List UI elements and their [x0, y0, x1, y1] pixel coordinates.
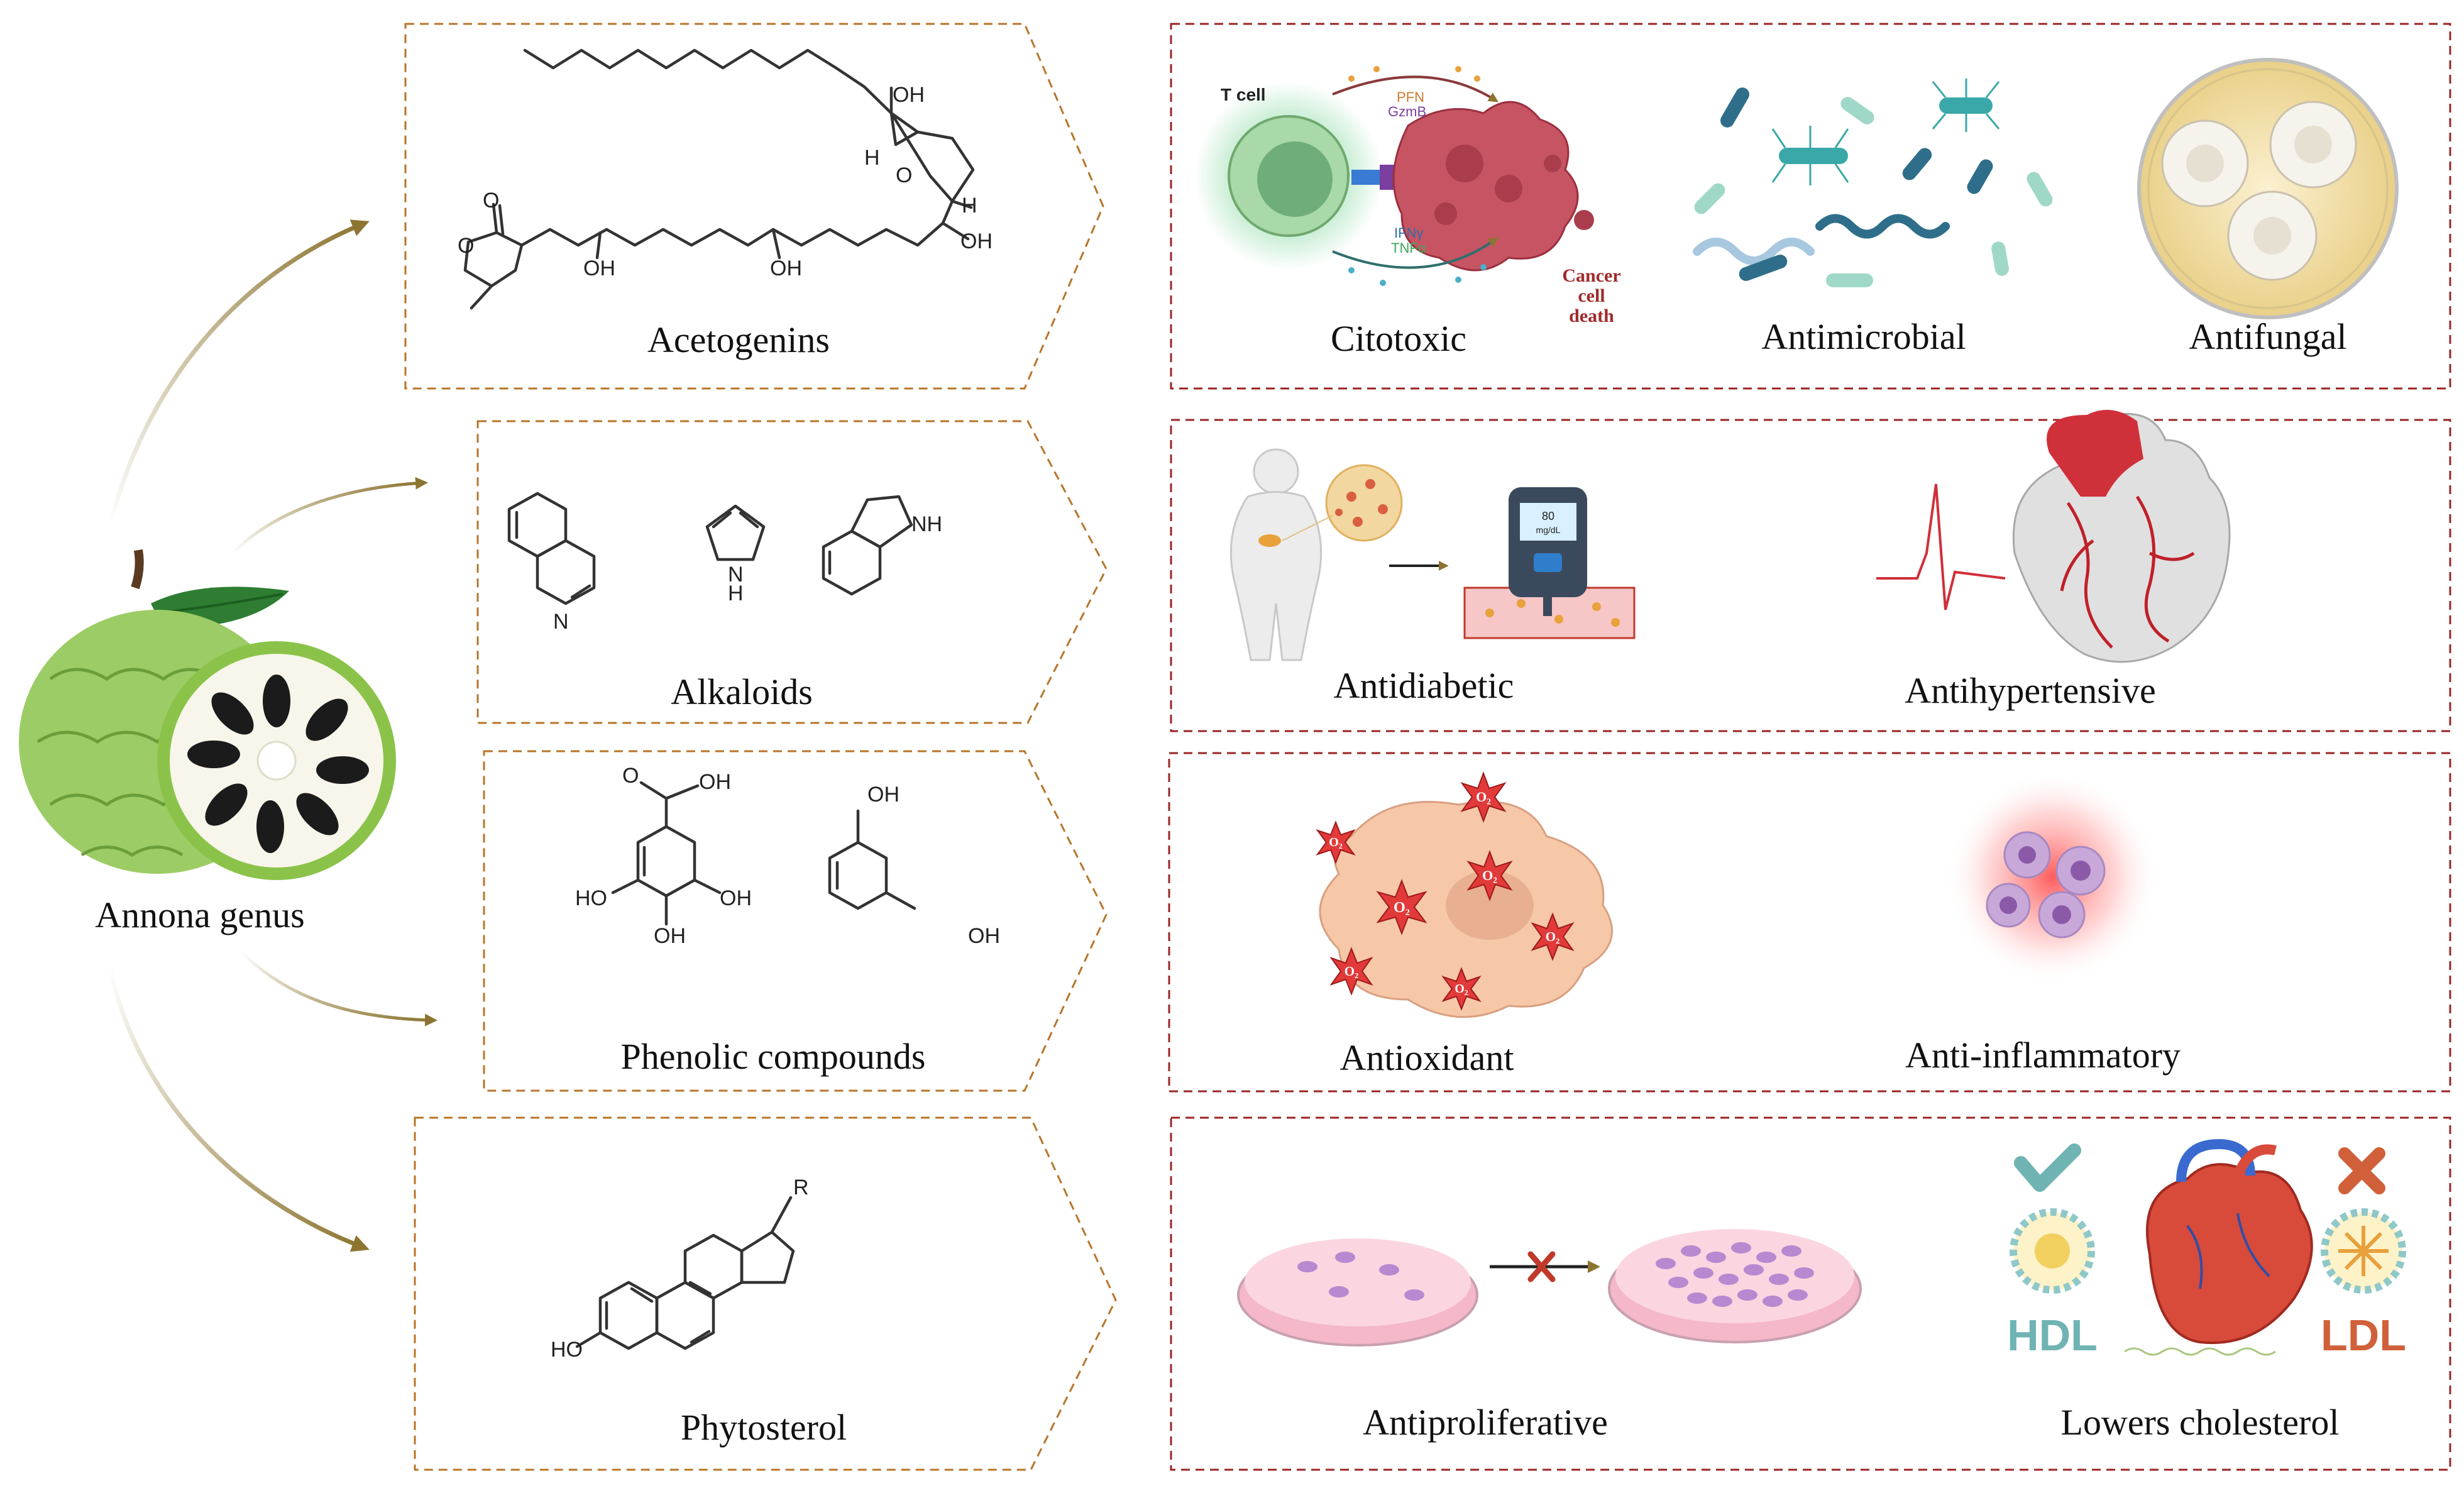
phenolic-structures: O OH HO OH OH OH OH: [575, 764, 1000, 948]
arrow-to-alkaloids: [231, 477, 428, 554]
activity-panel-row3: [1168, 752, 2451, 1093]
alkaloid-structures: N N H NH: [507, 492, 942, 634]
atom-o-acid: O: [622, 764, 639, 788]
radical-burst: [1460, 771, 1507, 823]
activity-label-antihypertensive: Antihypertensive: [1905, 670, 2155, 711]
petri-dish-fungi-illustration: [2137, 58, 2399, 319]
activity-panel-row1: [1170, 23, 2451, 390]
activity-label-antioxidant: Antioxidant: [1339, 1037, 1514, 1078]
atom-h-pyrrole: H: [728, 581, 744, 605]
activity-label-antidiabetic: Antidiabetic: [1334, 665, 1514, 706]
radical-o2-label: O₂: [1455, 982, 1468, 996]
atom-oh1: OH: [583, 256, 615, 280]
antidiabetic-illustration: [1229, 448, 1636, 661]
arrow-to-phenolic: [241, 951, 437, 1027]
citotoxic-illustration: [1194, 66, 1594, 286]
atom-oh-right: OH: [960, 229, 993, 253]
glucose-value: 80: [1542, 510, 1554, 522]
death-label: death: [1569, 306, 1614, 326]
phytosterol-structure: R HO: [551, 1176, 809, 1362]
check-icon: [2014, 1143, 2081, 1192]
atom-oh-res-bottom: OH: [968, 924, 1000, 948]
panel-phytosterol: [414, 1116, 1117, 1471]
activity-label-antiproliferative: Antiproliferative: [1363, 1402, 1608, 1443]
atom-n-pyrrole: N: [728, 563, 744, 587]
hdl-label: HDL: [2007, 1311, 2098, 1360]
panel-phenolic: [483, 750, 1108, 1092]
compound-label-acetogenins: Acetogenins: [647, 319, 830, 360]
cancer-label: Cancer: [1562, 265, 1620, 286]
antiproliferative-illustration: [1237, 1229, 1862, 1347]
tnfa-label: TNFα: [1391, 240, 1426, 256]
compound-label-phytosterol: Phytosterol: [681, 1407, 847, 1448]
arrow-to-acetogenins: [107, 219, 370, 526]
annona-fruit-illustration: [19, 549, 396, 880]
oxidative-stress-cell-illustration: [1319, 801, 1613, 1018]
heart-illustration: [1876, 410, 2231, 663]
activity-panel-row2: [1170, 419, 2451, 732]
radical-o2-label: O₂: [1329, 835, 1343, 849]
atom-o-carbonyl: O: [483, 189, 499, 212]
atom-r-group: R: [793, 1176, 809, 1199]
compound-label-alkaloids: Alkaloids: [671, 671, 813, 712]
panel-alkaloids: [476, 420, 1108, 724]
inflammation-illustration: [1945, 770, 2159, 984]
pfn-label: PFN: [1397, 89, 1424, 105]
acetogenin-structure: OH H O H OH O O OH OH: [458, 48, 993, 310]
microbes-illustration: [1693, 79, 2053, 287]
radical-burst: [1376, 879, 1427, 935]
radical-burst: [1329, 947, 1373, 996]
cell-label: cell: [1578, 285, 1605, 306]
x-icon: [2338, 1147, 2385, 1194]
atom-o-lactone: O: [458, 234, 474, 258]
source-arrows: [107, 219, 437, 1252]
radical-o2-label: O₂: [1476, 789, 1491, 805]
atom-nh-indole: NH: [911, 512, 942, 536]
ldl-label: LDL: [2321, 1311, 2406, 1360]
activity-label-antifungal: Antifungal: [2189, 316, 2346, 357]
cholesterol-illustration: [2010, 1138, 2406, 1356]
atom-ho: HO: [551, 1338, 583, 1362]
atom-oh-top: OH: [893, 83, 925, 107]
radical-o2-label: O₂: [1394, 900, 1410, 916]
atom-ho-left: HO: [575, 886, 607, 910]
atom-oh-res-top: OH: [867, 783, 899, 807]
atom-h1: H: [864, 146, 880, 170]
activity-label-antimicrobial: Antimicrobial: [1761, 316, 1966, 357]
radical-o2-label: O₂: [1345, 964, 1359, 979]
activity-label-anti-inflammatory: Anti-inflammatory: [1905, 1035, 2181, 1076]
radical-burst: [1441, 967, 1482, 1011]
atom-oh-right: OH: [720, 886, 752, 910]
t-cell-label: T cell: [1221, 85, 1266, 104]
activity-label-lowers-cholesterol: Lowers cholesterol: [2061, 1402, 2340, 1443]
compound-label-phenolic: Phenolic compounds: [621, 1036, 926, 1077]
radical-o2-label: O₂: [1546, 929, 1560, 944]
atom-oh-bottom: OH: [654, 924, 686, 948]
atom-oh2: OH: [770, 256, 802, 280]
glucose-unit: mg/dL: [1536, 525, 1561, 535]
arrow-to-phytosterol: [107, 967, 370, 1252]
source-label: Annona genus: [95, 895, 304, 935]
radical-burst: [1466, 850, 1513, 901]
activity-label-citotoxic: Citotoxic: [1331, 318, 1466, 359]
radical-burst: [1316, 820, 1356, 864]
radical-o2-label: O₂: [1482, 868, 1497, 883]
atom-o-ring: O: [896, 163, 912, 187]
activity-panel-row4: [1170, 1116, 2451, 1471]
panel-acetogenins: [404, 23, 1104, 390]
gzmb-label: GzmB: [1388, 104, 1426, 119]
atom-n-quinoline: N: [553, 610, 569, 634]
atom-h2: H: [962, 194, 977, 218]
ifng-label: IFNγ: [1394, 225, 1423, 241]
radical-burst: [1531, 912, 1575, 961]
radical-o2: O₂ O₂ O₂ O₂ O₂ O₂ O₂: [1316, 771, 1575, 1011]
atom-oh-acid: OH: [699, 770, 731, 794]
